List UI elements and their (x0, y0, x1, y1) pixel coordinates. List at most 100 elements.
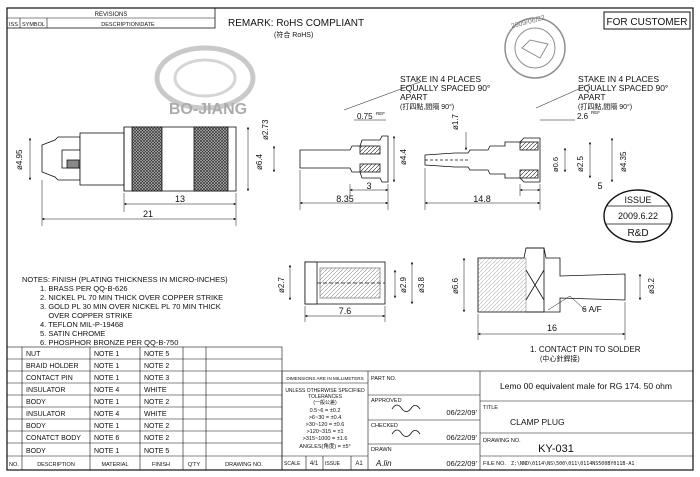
approved-date: 06/22/09' (446, 408, 477, 417)
issue-stamp-dept: R&D (627, 228, 648, 239)
bom-headers: NO. DESCRIPTION MATERIAL FINISH Q'TY DRA… (9, 462, 263, 468)
body-part-dims (272, 81, 421, 210)
sleeve-view (304, 261, 386, 305)
checked-signature (391, 429, 421, 437)
bom-row-material: NOTE 1 (94, 363, 119, 370)
dim-d148: 14.8 (473, 194, 491, 204)
title-dims-mm: DIMENSIONS ARE IN MILLIMETERS (286, 376, 363, 381)
contact-pin-view (424, 137, 541, 183)
notes-item-7: 6. PHOSPHOR BRONZE PER QQ-B-750 (40, 338, 178, 347)
bom-row-desc: BODY (26, 399, 46, 406)
dim-d64: ø6.4 (255, 153, 264, 170)
dim-d16: 16 (547, 323, 557, 333)
bom-row-desc: BRAID HOLDER (26, 363, 79, 370)
bom-row-material: NOTE 1 (94, 375, 119, 382)
dim-d21: 21 (143, 209, 153, 219)
tol-row: >30~120 = ±0.6 (306, 422, 345, 428)
sleeve-dims (288, 261, 414, 322)
tol-row: >315~1000 = ±1.6 (303, 436, 348, 442)
bom-header-no: NO. (9, 462, 19, 468)
tol-row: 0.5~6 = ±0.2 (310, 408, 341, 414)
company-logo-watermark: BO-JIANG (154, 45, 256, 118)
dim-ref-1: REF (376, 111, 385, 116)
tol-row: >6~30 = ±0.4 (309, 415, 342, 421)
bom-row-finish: NOTE 3 (144, 375, 169, 382)
bom-row-finish: WHITE (144, 387, 167, 394)
bom-row-finish: NOTE 2 (144, 399, 169, 406)
dim-d66: ø6.6 (451, 277, 460, 294)
for-customer-label: FOR CUSTOMER (607, 17, 688, 28)
bom-row-finish: NOTE 5 (144, 448, 169, 455)
stake1-line2: EQUALLY SPACED 90° (400, 83, 490, 93)
drawn-signature: A.lin (375, 459, 392, 468)
for-customer-box (603, 11, 691, 30)
dim-d76: 7.6 (339, 306, 352, 316)
remark-text: REMARK: RoHS COMPLIANT (228, 18, 364, 29)
issue-stamp-date: 2009.6.22 (618, 211, 658, 221)
bom-header-finish: FINISH (152, 462, 170, 468)
bom-row-desc: INSULATOR (26, 387, 65, 394)
tol-row: ANGLES(角度) = ±5° (299, 442, 351, 450)
tolerance-table: UNLESS OTHERWISE SPECIFIED TOLERANCES (一… (285, 388, 365, 450)
dim-d44: ø4.4 (399, 148, 408, 165)
bom-row-finish: NOTE 2 (144, 423, 169, 430)
bom-header-qty: Q'TY (188, 462, 201, 468)
approval-round-stamp: 2009/06/22 (504, 14, 566, 79)
issue-stamp-title: ISSUE (624, 195, 651, 205)
revisions-title: REVISIONS (95, 12, 128, 18)
scale-label: SCALE (284, 461, 301, 467)
bom-row-material: NOTE 4 (94, 387, 119, 394)
bom-row-material: NOTE 6 (94, 435, 119, 442)
approved-label: APPROVED (371, 398, 402, 404)
dim-d25: ø2.5 (576, 155, 585, 172)
notes-title: NOTES: FINISH (PLATING THICKNESS IN MICR… (22, 275, 228, 284)
title-value: CLAMP PLUG (510, 417, 565, 427)
contact-pin-dims (424, 83, 614, 210)
bom-row-finish: WHITE (144, 411, 167, 418)
tol-row: >120~315 = ±1 (306, 429, 343, 435)
checked-date: 06/22/09' (446, 433, 477, 442)
bom-row-material: NOTE 4 (94, 411, 119, 418)
bom-row-desc: NUT (26, 351, 41, 358)
notes-item-2: 2. NICKEL PL 70 MIN THICK OVER COPPER ST… (40, 293, 223, 302)
stake-note-1: STAKE IN 4 PLACES EQUALLY SPACED 90° APA… (400, 74, 490, 111)
stake-note-2: STAKE IN 4 PLACES EQUALLY SPACED 90° APA… (578, 74, 668, 111)
drawing-no-label: DRAWING NO. (483, 438, 521, 444)
bom-row-desc: CONTACT PIN (26, 375, 73, 382)
dim-d075: 0.75 (357, 112, 373, 121)
dim-d38: ø3.8 (417, 276, 426, 293)
bom-row-desc: BODY (26, 423, 46, 430)
stake1-line1: STAKE IN 4 PLACES (400, 74, 481, 84)
bom-row-desc: BODY (26, 448, 46, 455)
tol-head1: UNLESS OTHERWISE SPECIFIED (285, 388, 365, 394)
notes-item-6: 5. SATIN CHROME (40, 329, 105, 338)
revisions-col-desc: DESCRIPTION\DATE (101, 22, 155, 28)
dim-d29: ø2.9 (399, 276, 408, 293)
dim-d835: 8.35 (336, 194, 354, 204)
assembled-plug-dims (28, 126, 250, 226)
dim-d32: ø3.2 (647, 277, 656, 294)
bom-row-material: NOTE 1 (94, 351, 119, 358)
bom-row-material: NOTE 1 (94, 448, 119, 455)
bom-row-desc: CONATCT BODY (26, 435, 81, 442)
dim-d13: 13 (175, 194, 185, 204)
tol-head3: (一般公差) (313, 399, 337, 406)
assembled-plug-view (41, 126, 237, 192)
notes-item-5: 4. TEFLON MIL-P-19468 (40, 320, 123, 329)
clamp-body-view (477, 247, 626, 313)
issue-label: ISSUE (325, 461, 341, 467)
finish-notes: NOTES: FINISH (PLATING THICKNESS IN MICR… (22, 275, 228, 347)
notes-item-1: 1. BRASS PER QQ-B-626 (40, 284, 128, 293)
stake2-line2: EQUALLY SPACED 90° (578, 83, 668, 93)
revisions-col-iss: ISS (9, 22, 18, 28)
body-part-view (299, 135, 389, 183)
title-label: TITLE (483, 405, 498, 411)
bom-row-material: NOTE 1 (94, 423, 119, 430)
revisions-box: REVISIONS ISS SYMBOL DESCRIPTION\DATE (6, 7, 216, 29)
bom-header-drawing-no: DRAWING NO. (225, 462, 263, 468)
clamp-body-dims (462, 257, 642, 340)
drawn-label: DRAWN (371, 447, 392, 453)
revisions-col-symbol: SYMBOL (22, 22, 45, 28)
approved-signature (391, 404, 421, 412)
